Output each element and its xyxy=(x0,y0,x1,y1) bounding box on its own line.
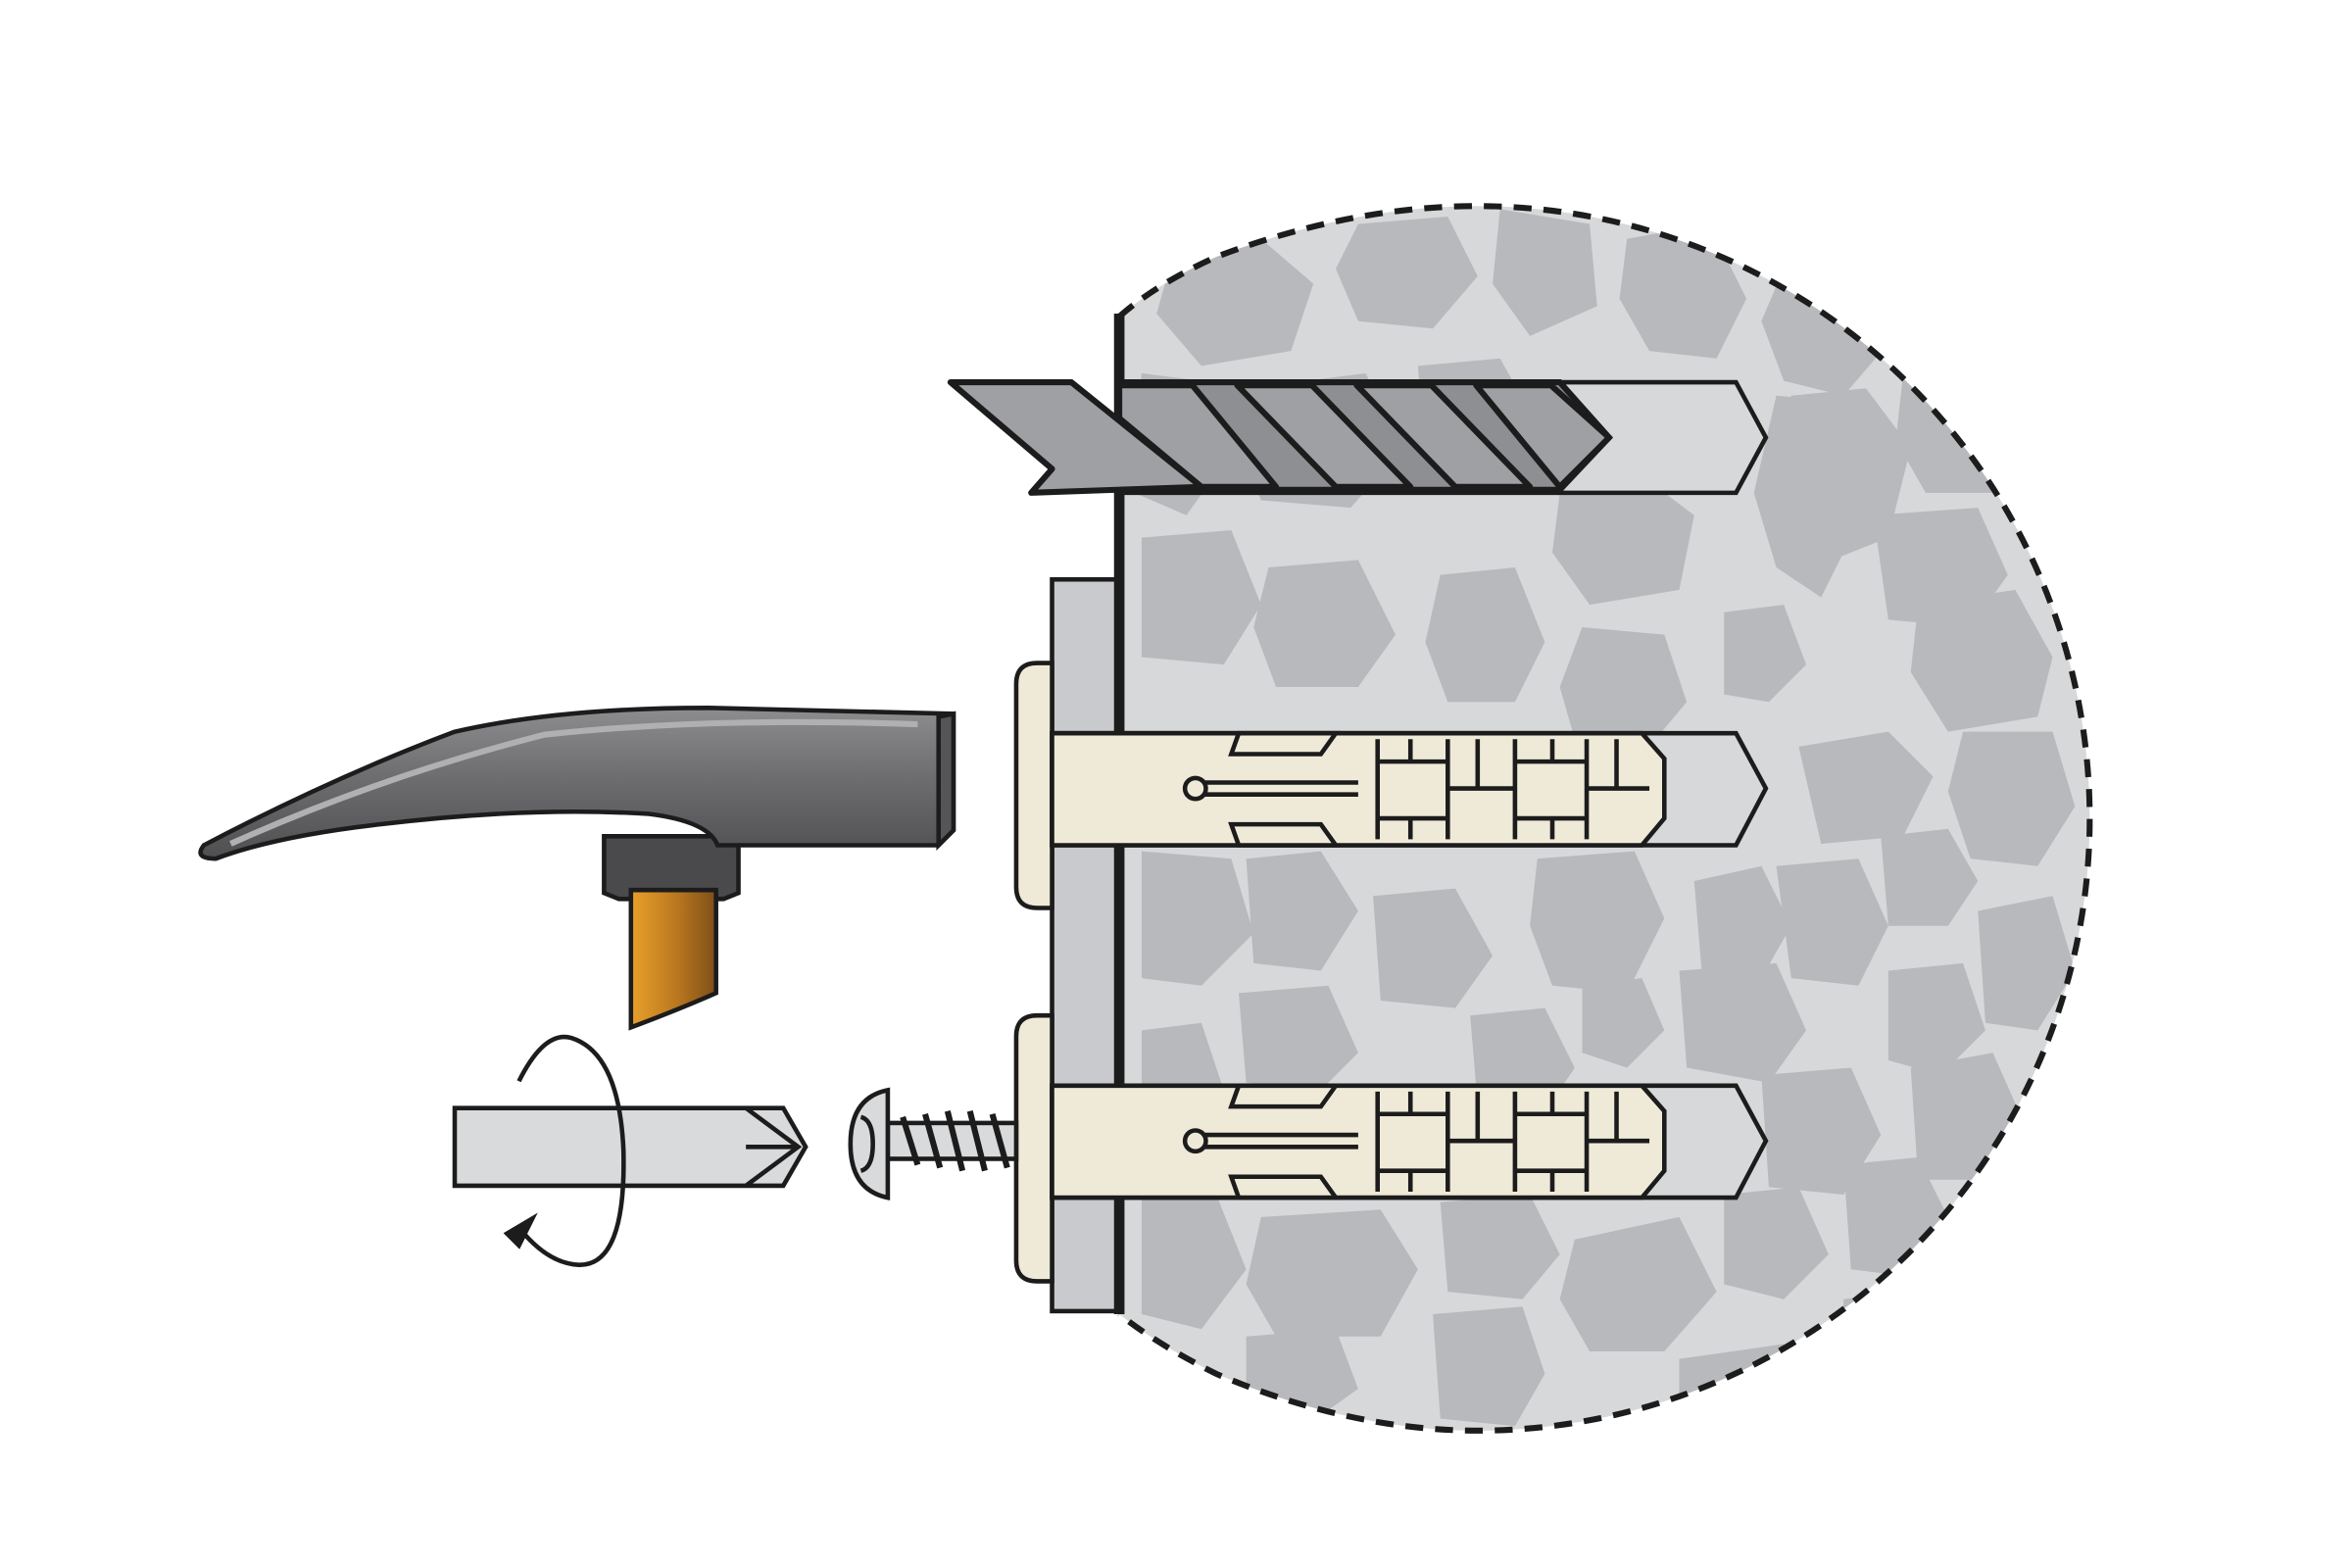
frame-fixing-plug-bottom xyxy=(1013,1012,1769,1284)
rotation-arrow-icon xyxy=(503,1034,626,1267)
hammer-head xyxy=(198,705,956,861)
hammer-handle xyxy=(628,887,718,1031)
frame-fixing-plug-top xyxy=(1013,661,1769,910)
fixture-plate xyxy=(1050,576,1119,1314)
screw xyxy=(848,1087,1019,1200)
hammer-icon xyxy=(198,705,956,1031)
screwdriver-bit-icon xyxy=(452,1105,808,1189)
screw-head xyxy=(848,1087,891,1200)
drill-bit xyxy=(947,379,1769,496)
